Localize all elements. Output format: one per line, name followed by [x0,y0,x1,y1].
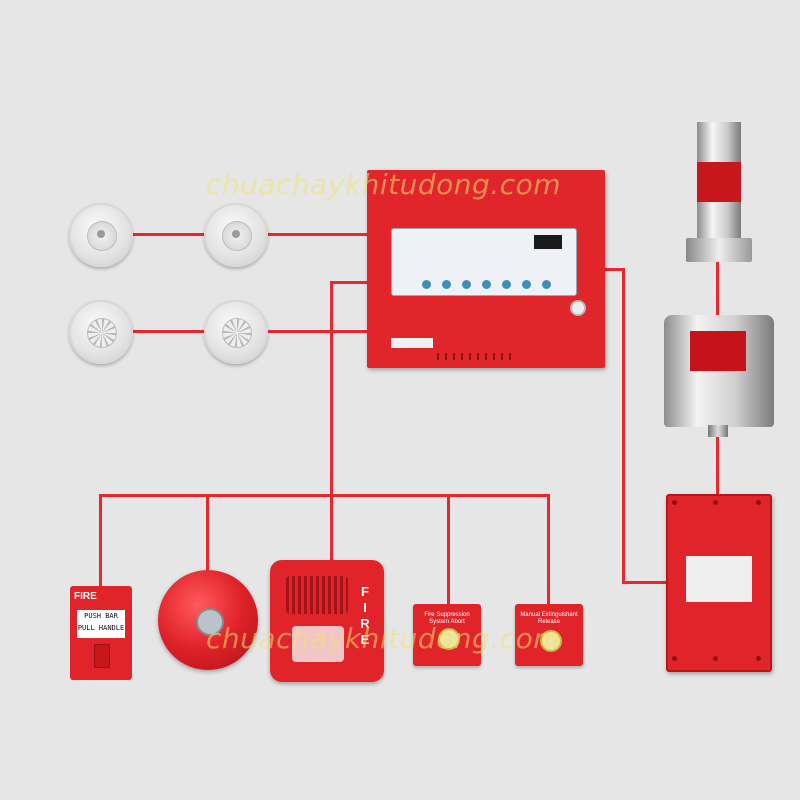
panel-button [422,280,431,289]
smoke-detector-2 [204,203,268,267]
callpoint-line-2: PULL HANDLE [77,624,125,632]
panel-display [391,228,577,296]
wire-heat-panel [268,330,368,333]
strobe-lens [292,626,344,662]
wire-smoke-pair [132,233,206,236]
wire-main-vertical [330,281,333,563]
fire-bell [158,570,258,670]
callpoint-plate: PUSH BAR PULL HANDLE [77,610,125,638]
watermark-top: chuachaykhitudong.com [206,168,562,201]
wire-drop-abort [447,494,450,606]
wire-heat-pair [132,330,206,333]
wire-drop-callpoint [99,494,102,588]
wire-right-vertical [622,268,625,584]
wire-bus [99,494,550,497]
release-station: Manual Extinguishant Release [515,604,583,666]
panel-lcd [534,235,562,249]
pull-handle-icon [94,644,110,668]
cylinder-mount [686,238,752,262]
wire-cyl-mid-box [716,436,719,496]
smoke-detector-1 [69,203,133,267]
agent-container [664,315,774,427]
fire-alarm-control-panel [367,170,605,368]
wire-to-box [622,581,668,584]
panel-key-icon [570,300,586,316]
wire-panel-right [604,268,624,271]
wire-panel-drop [330,281,368,284]
extinguishing-agent-cylinder [697,122,741,240]
release-station-label: Manual Extinguishant Release [520,612,578,625]
panel-button [502,280,511,289]
wire-drop-release [547,494,550,606]
bell-hub-icon [196,608,224,636]
panel-button [442,280,451,289]
callpoint-title: FIRE [74,591,97,602]
release-button-icon [540,630,562,652]
panel-button [482,280,491,289]
panel-button [542,280,551,289]
panel-button [522,280,531,289]
box-info-plate [686,556,752,602]
manual-call-point: FIRE PUSH BAR PULL HANDLE [70,586,132,680]
callpoint-line-1: PUSH BAR [84,612,118,620]
abort-station-label: Fire Suppression System Abort [424,612,470,625]
heat-detector-1 [69,300,133,364]
panel-button [462,280,471,289]
wire-cyl-top-mid [716,260,719,317]
nozzle [708,425,728,437]
wire-smoke-panel [268,233,368,236]
abort-button-icon [438,628,460,650]
heat-detector-2 [204,300,268,364]
wire-drop-bell [206,494,209,572]
release-control-box [666,494,772,672]
abort-station: Fire Suppression System Abort [413,604,481,666]
panel-label-plate [391,338,433,348]
watermark-bottom: chuachaykhitudong.com [206,622,562,655]
horn-grille [286,576,348,614]
